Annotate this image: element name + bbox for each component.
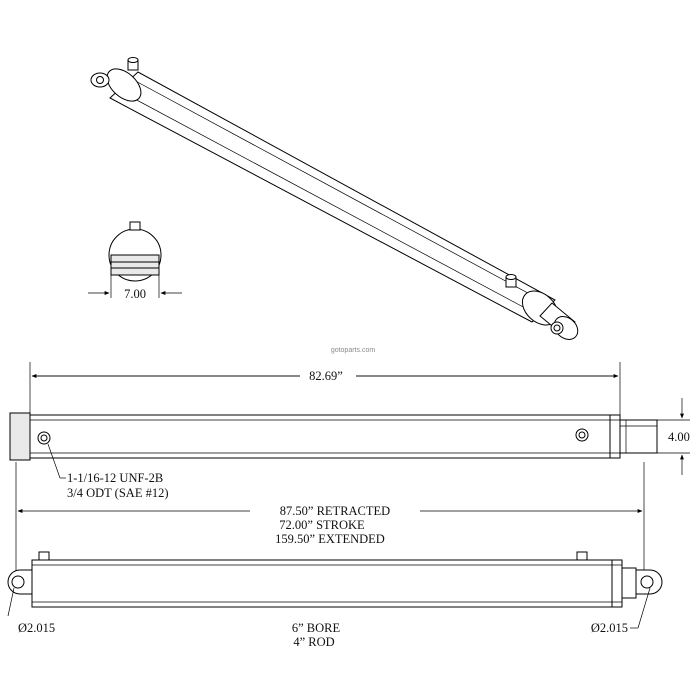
right-pin-label: Ø2.015 [591,621,628,635]
extended-length-label: 159.50” EXTENDED [275,532,385,546]
bore-label: 6” BORE [292,621,341,635]
port-spec-line1: 1-1/16-12 UNF-2B [67,471,163,485]
watermark: gotoparts.com [331,347,376,354]
port-spec-line2: 3/4 ODT (SAE #12) [67,486,169,500]
rod-label: 4” ROD [293,635,334,649]
side-view: 87.50” RETRACTED 72.00” STROKE 159.50” E… [7,462,663,649]
end-view-width-label: 7.00 [124,287,146,301]
isometric-view [90,57,579,340]
stroke-length-label: 72.00” STROKE [279,518,365,532]
top-view: 82.69” 4.00 1-1/16-12 UNF-2B 3/4 ODT (SA… [9,362,690,500]
overall-length-label: 82.69” [309,369,343,383]
retracted-length-label: 87.50” RETRACTED [280,504,390,518]
end-view: 7.00 [88,221,182,301]
rod-height-label: 4.00 [668,430,690,444]
left-pin-label: Ø2.015 [18,621,55,635]
